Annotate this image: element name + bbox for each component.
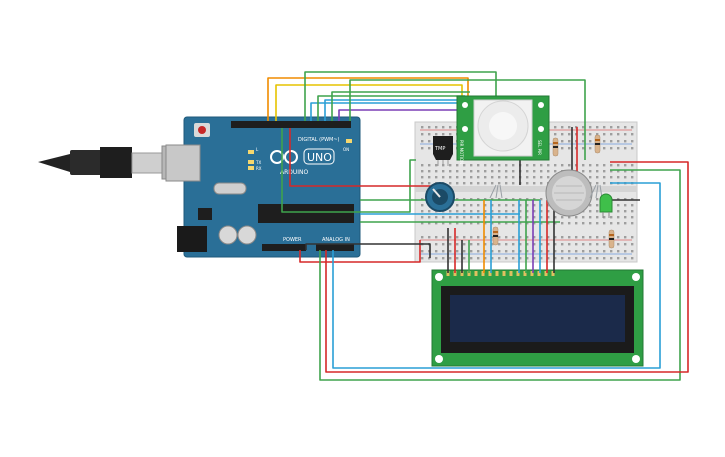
arduino-logo-icon <box>270 150 298 164</box>
arduino-uno-board: ARDUINO UNO DIGITAL (PWM~) POWER ANALOG … <box>165 116 361 258</box>
wire-black-gnd <box>305 243 431 258</box>
green-led <box>599 193 613 218</box>
wire-green-mid <box>281 128 416 213</box>
lcd-display <box>431 269 644 367</box>
power-header-label: POWER <box>283 237 302 243</box>
lcd-pin-header <box>446 271 555 276</box>
potentiometer <box>425 182 455 212</box>
resistor <box>594 134 601 154</box>
analog-header-label: ANALOG IN <box>322 237 350 243</box>
digital-header-label: DIGITAL (PWM~) <box>298 137 340 143</box>
on-led-label: ON <box>343 147 349 152</box>
pir-motion-sensor: PIR MOTION SEL PIR <box>456 95 550 164</box>
resistor <box>492 226 499 246</box>
wire-green-top-3 <box>331 91 470 121</box>
arduino-model-text: UNO <box>307 151 332 164</box>
led-l-label: L <box>256 147 259 152</box>
resistor <box>608 229 615 249</box>
wire-red-power <box>299 240 421 263</box>
temp-sensor-label: TMP <box>434 146 445 152</box>
wire-blue-top <box>310 102 465 121</box>
wire-green-top-2 <box>317 95 465 121</box>
power-header <box>262 244 306 251</box>
reset-button[interactable] <box>198 126 206 134</box>
wire-green-right <box>349 79 586 160</box>
led-rx-label: RX <box>256 166 262 171</box>
pir-label-right: SEL PIR <box>537 140 542 155</box>
wire-red-mid <box>289 128 440 187</box>
wire-purple-top <box>338 109 465 121</box>
led-tx-label: TX <box>255 160 261 165</box>
analog-header <box>316 244 354 251</box>
pir-label-left: PIR MOTION <box>459 140 464 164</box>
temperature-sensor: TMP <box>433 136 453 166</box>
wire-blue-loop <box>332 182 661 369</box>
gas-sensor <box>545 169 593 217</box>
wires <box>267 71 689 381</box>
wire-red-loop <box>325 161 689 373</box>
digital-header <box>231 121 351 128</box>
arduino-brand-text: ARDUINO <box>280 169 309 176</box>
lcd-screen <box>450 295 625 342</box>
wire-blue-top-2 <box>324 99 470 121</box>
wire-green-loop <box>319 169 681 381</box>
resistor <box>552 137 559 157</box>
